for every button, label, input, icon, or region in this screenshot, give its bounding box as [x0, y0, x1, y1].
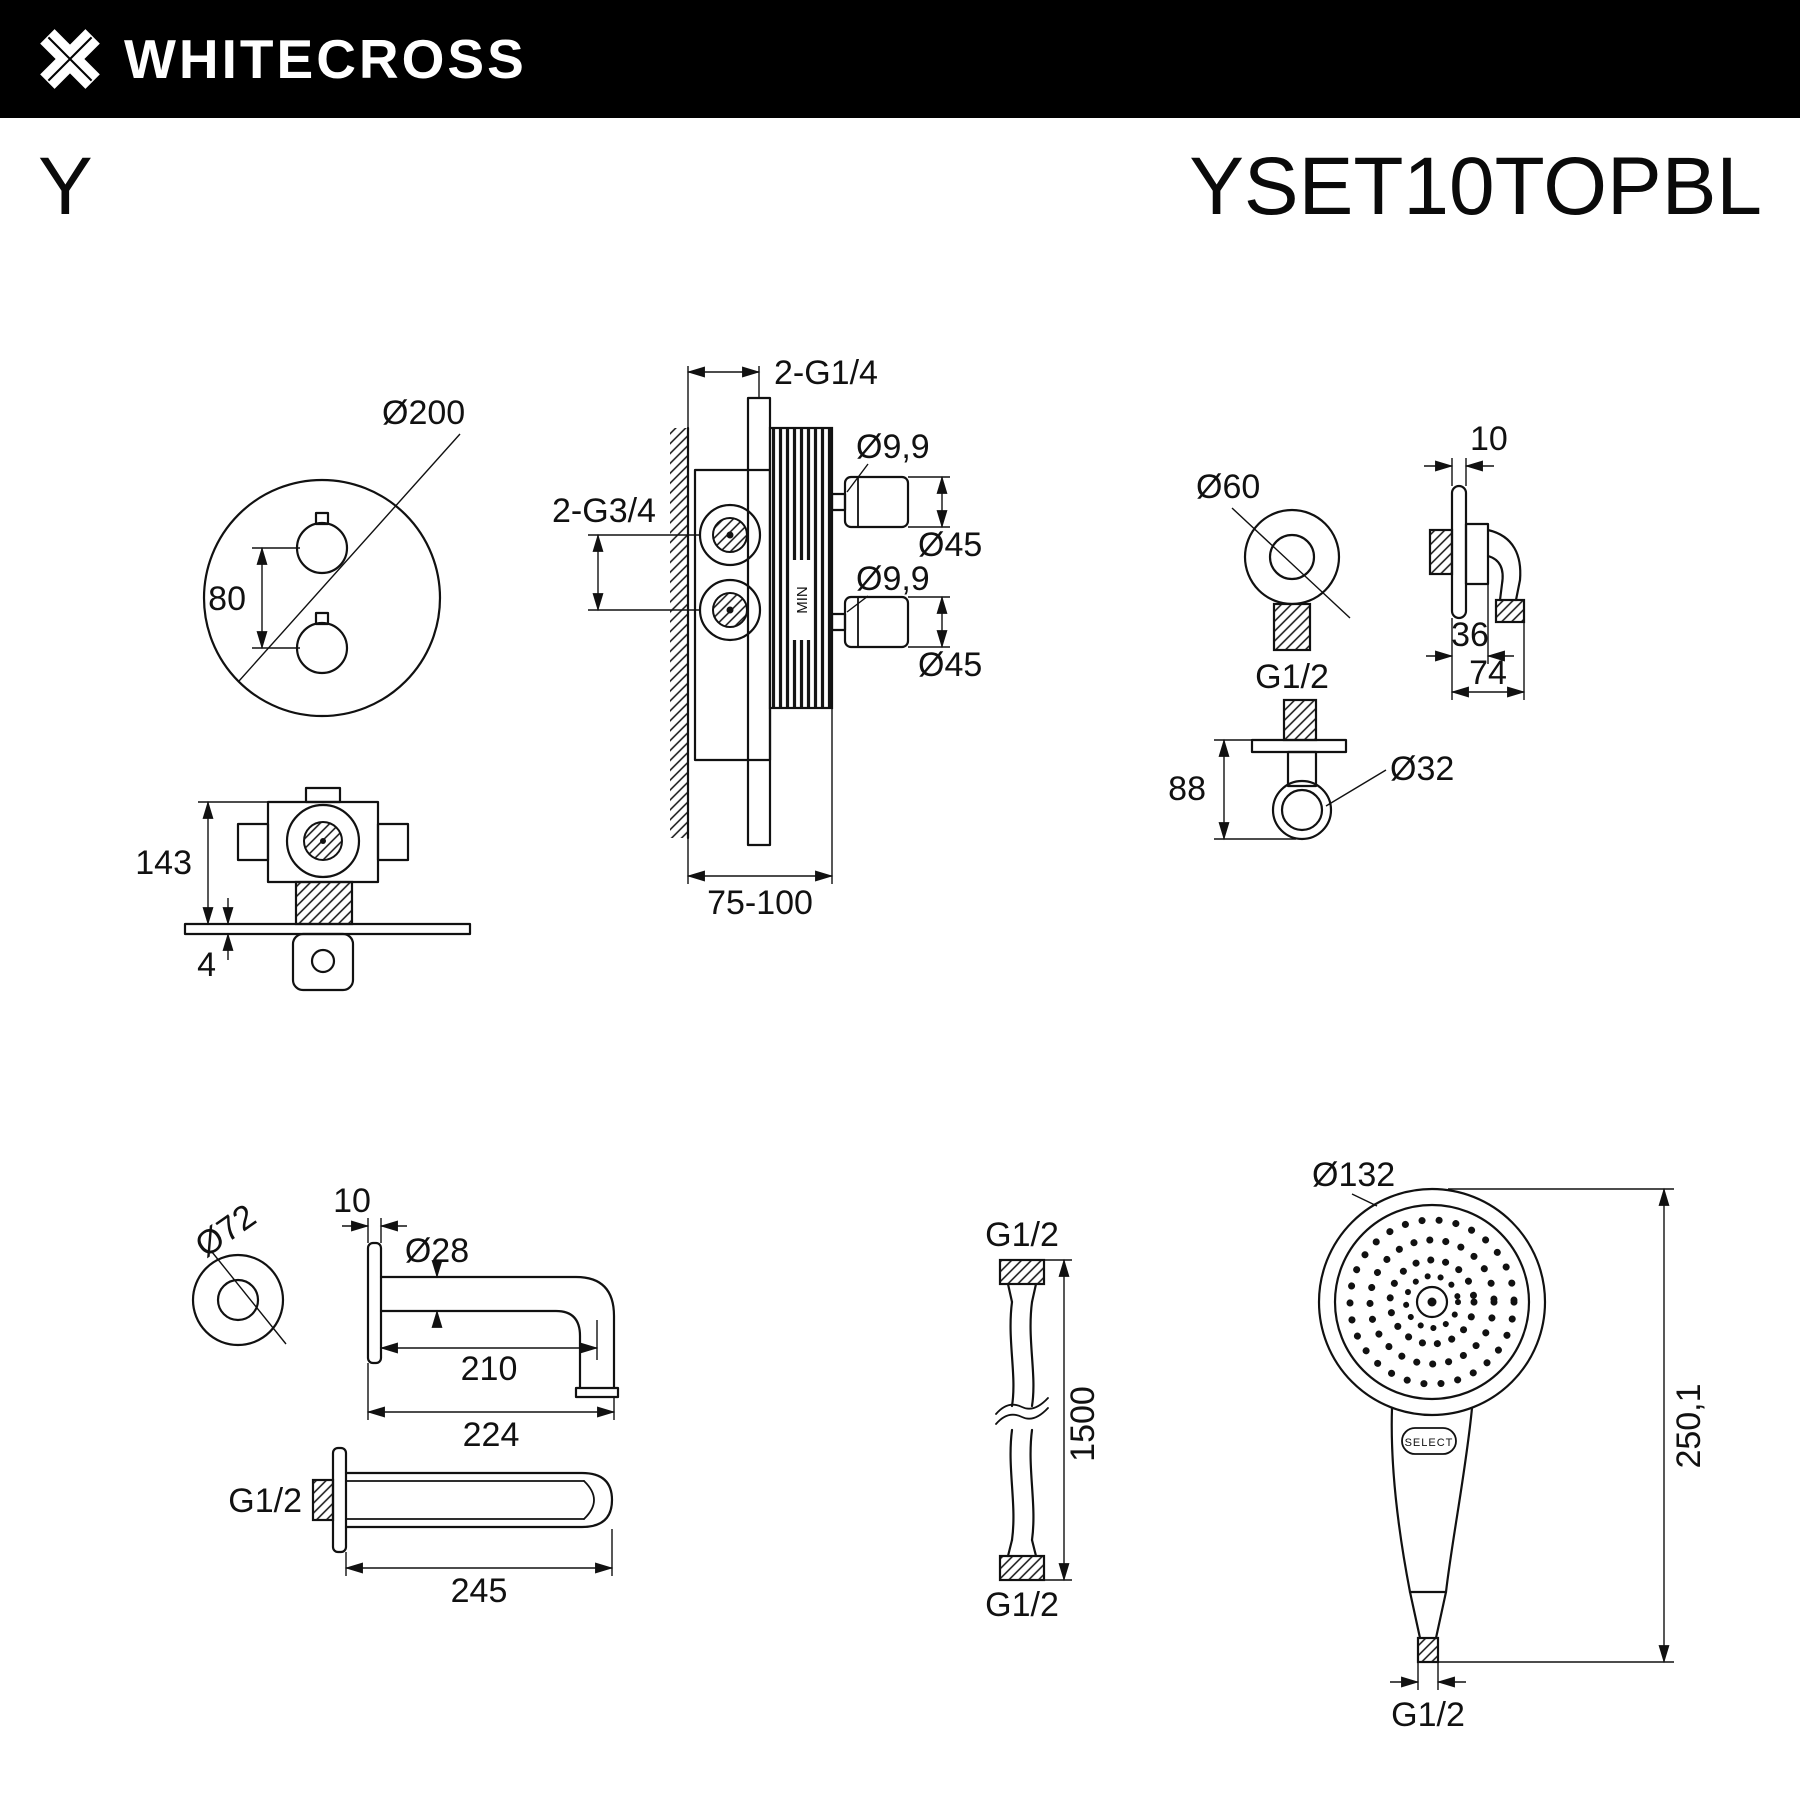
dim-holder-diameter: Ø32 — [1390, 750, 1454, 788]
dim-outlet-thread: G1/2 — [1255, 658, 1329, 696]
dim-spout-tube: Ø28 — [405, 1232, 469, 1270]
dim-outlets: 2-G1/4 — [774, 354, 878, 392]
dim-spout-plate: 10 — [333, 1182, 371, 1220]
series-label: Y — [38, 141, 93, 232]
dim-spout-thread: G1/2 — [228, 1482, 302, 1520]
dim-stem-bottom: Ø9,9 — [856, 560, 930, 598]
model-number: YSET10TOPBL — [1189, 141, 1762, 232]
dim-inlets: 2-G3/4 — [552, 492, 656, 530]
spout-views: Ø72 10 Ø28 210 224 G1/2 — [188, 1182, 620, 1610]
thermostat-profile-view: 143 4 — [135, 786, 472, 992]
hand-shower-view: SELECT Ø132 250,1 G1/2 — [1312, 1156, 1708, 1734]
brand-header: WHITECROSS — [0, 0, 1800, 118]
dim-spout-lower-reach: 245 — [451, 1572, 508, 1610]
dim-stem-top: Ø9,9 — [856, 428, 930, 466]
dim-hose-length: 1500 — [1064, 1386, 1102, 1462]
dim-mounting-depth: 75-100 — [707, 884, 813, 922]
dim-outlet-total-depth: 74 — [1469, 654, 1507, 692]
brand-name: WHITECROSS — [124, 28, 527, 90]
dim-head-diameter: Ø132 — [1312, 1156, 1395, 1194]
thermostat-front-view: Ø200 80 — [202, 394, 465, 718]
dim-plate-thickness: 4 — [197, 946, 216, 984]
dim-outlet-plate: 10 — [1470, 420, 1508, 458]
min-mark: MIN — [794, 586, 811, 614]
dim-thermostat-diameter: Ø200 — [382, 394, 465, 432]
whitecross-logo-icon — [40, 29, 100, 89]
dim-outlet-body-depth: 36 — [1451, 616, 1489, 654]
hose-view: G1/2 G1/2 1500 — [985, 1216, 1102, 1624]
dim-spout-reach-total: 224 — [463, 1416, 520, 1454]
dim-profile-height: 143 — [135, 844, 192, 882]
dim-handle-bottom: Ø45 — [918, 646, 982, 684]
dim-hose-bottom-thread: G1/2 — [985, 1586, 1059, 1624]
dim-handle-spacing: 80 — [208, 580, 246, 618]
title-row: Y YSET10TOPBL — [0, 141, 1800, 232]
dim-shower-thread: G1/2 — [1391, 1696, 1465, 1734]
dim-bracket-height: 88 — [1168, 770, 1206, 808]
wall-outlet-views: Ø60 G1/2 88 Ø32 10 — [1168, 420, 1526, 841]
thermostat-section-view: MIN 2-G1/4 2-G3/4 Ø9,9 — [552, 354, 982, 922]
dim-handle-top: Ø45 — [918, 526, 982, 564]
dim-hose-top-thread: G1/2 — [985, 1216, 1059, 1254]
dim-spout-rosette: Ø72 — [188, 1197, 262, 1265]
dim-shower-length: 250,1 — [1670, 1383, 1708, 1468]
dim-outlet-rosette: Ø60 — [1196, 468, 1260, 506]
select-button-label: SELECT — [1405, 1437, 1454, 1449]
dim-spout-reach-bend: 210 — [461, 1350, 518, 1388]
